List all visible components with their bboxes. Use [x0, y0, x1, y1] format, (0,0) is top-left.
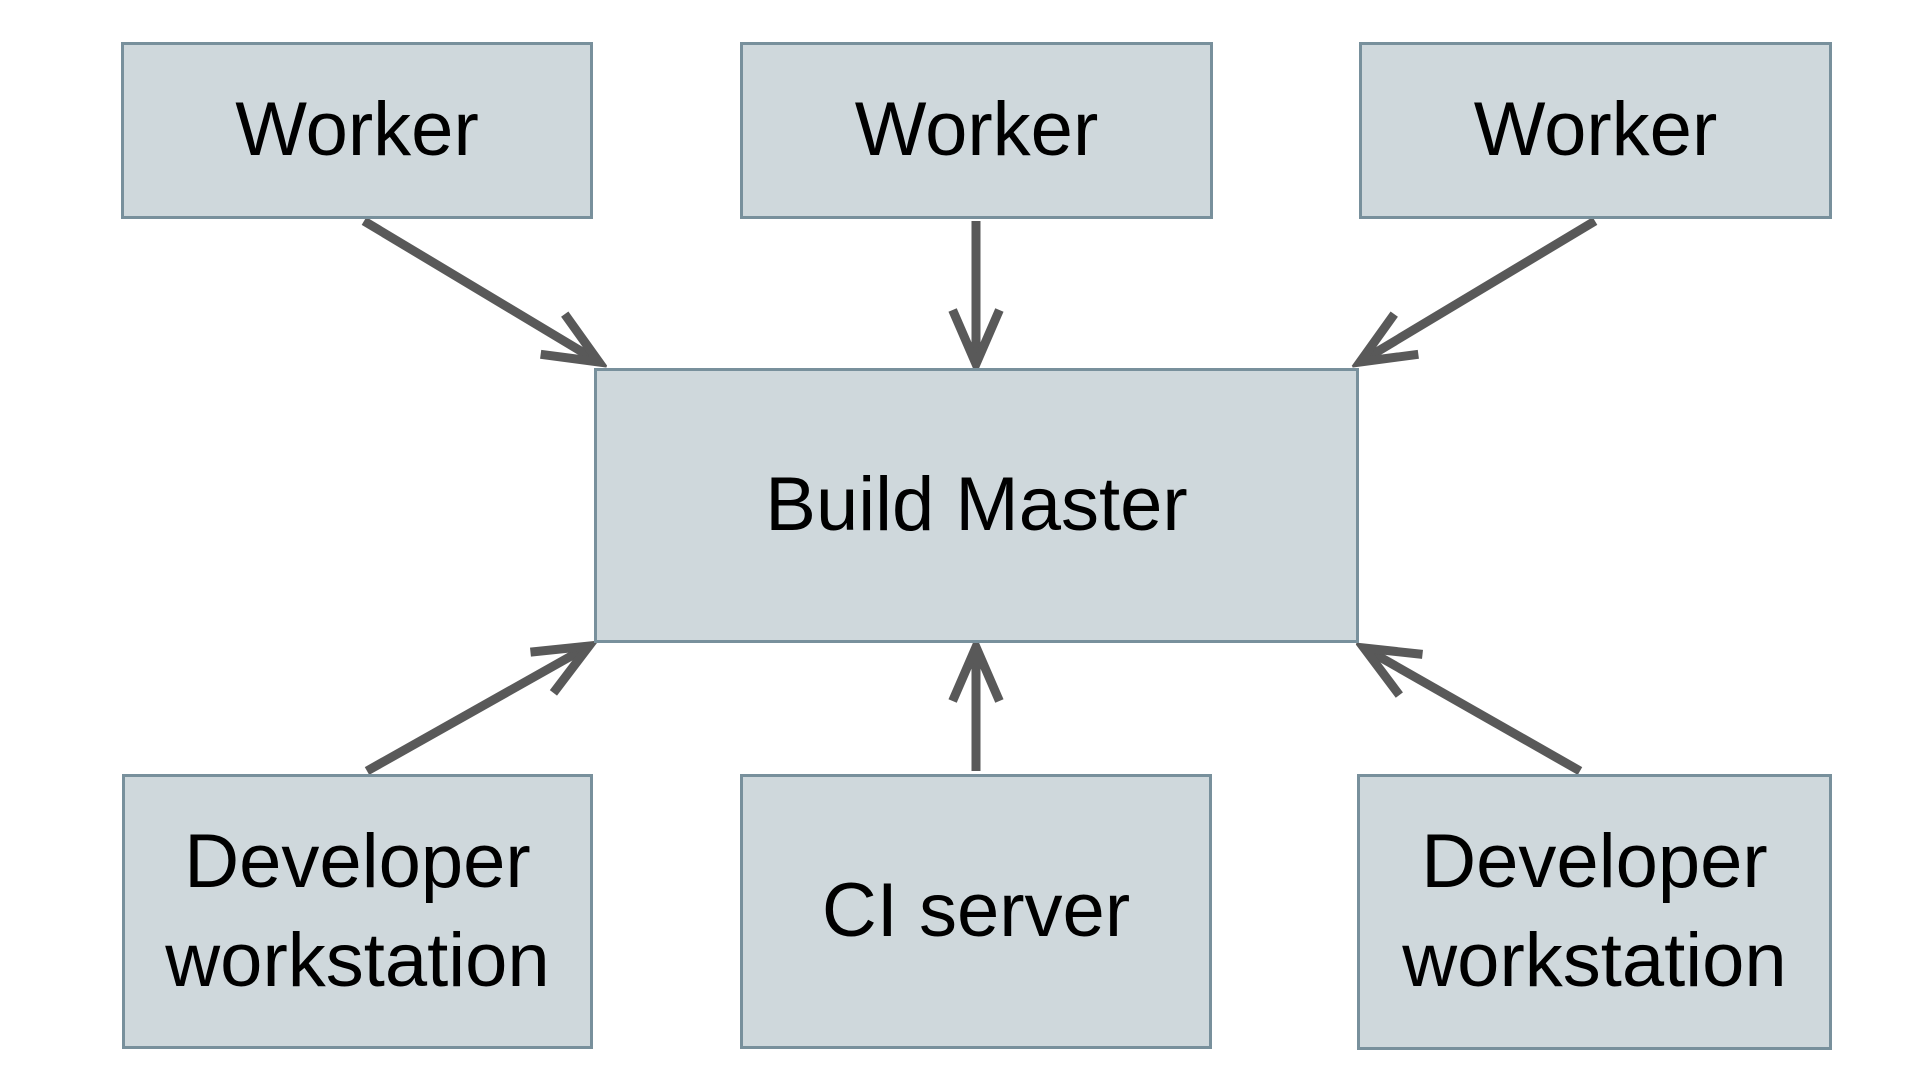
node-developer-workstation-left: Developer workstation — [122, 774, 593, 1049]
node-developer-workstation-right: Developer workstation — [1357, 774, 1832, 1050]
arrow-dev-right-to-build-master — [1364, 648, 1583, 775]
node-label: Developer workstation — [165, 818, 550, 1003]
node-label: Worker — [1473, 87, 1718, 173]
node-label: Worker — [854, 87, 1099, 173]
node-label: Build Master — [765, 462, 1188, 548]
node-label: CI server — [821, 868, 1131, 954]
node-ci-server: CI server — [740, 774, 1212, 1049]
arrow-worker-left-to-build-master — [361, 217, 599, 362]
node-build-master: Build Master — [594, 368, 1359, 643]
arrow-worker-right-to-build-master — [1360, 217, 1598, 362]
node-label: Developer workstation — [1402, 819, 1787, 1003]
node-worker-top-left: Worker — [121, 42, 593, 219]
node-label: Worker — [235, 87, 479, 173]
arrow-dev-left-to-build-master — [364, 646, 589, 775]
node-worker-top-center: Worker — [740, 42, 1213, 219]
node-worker-top-right: Worker — [1359, 42, 1832, 219]
